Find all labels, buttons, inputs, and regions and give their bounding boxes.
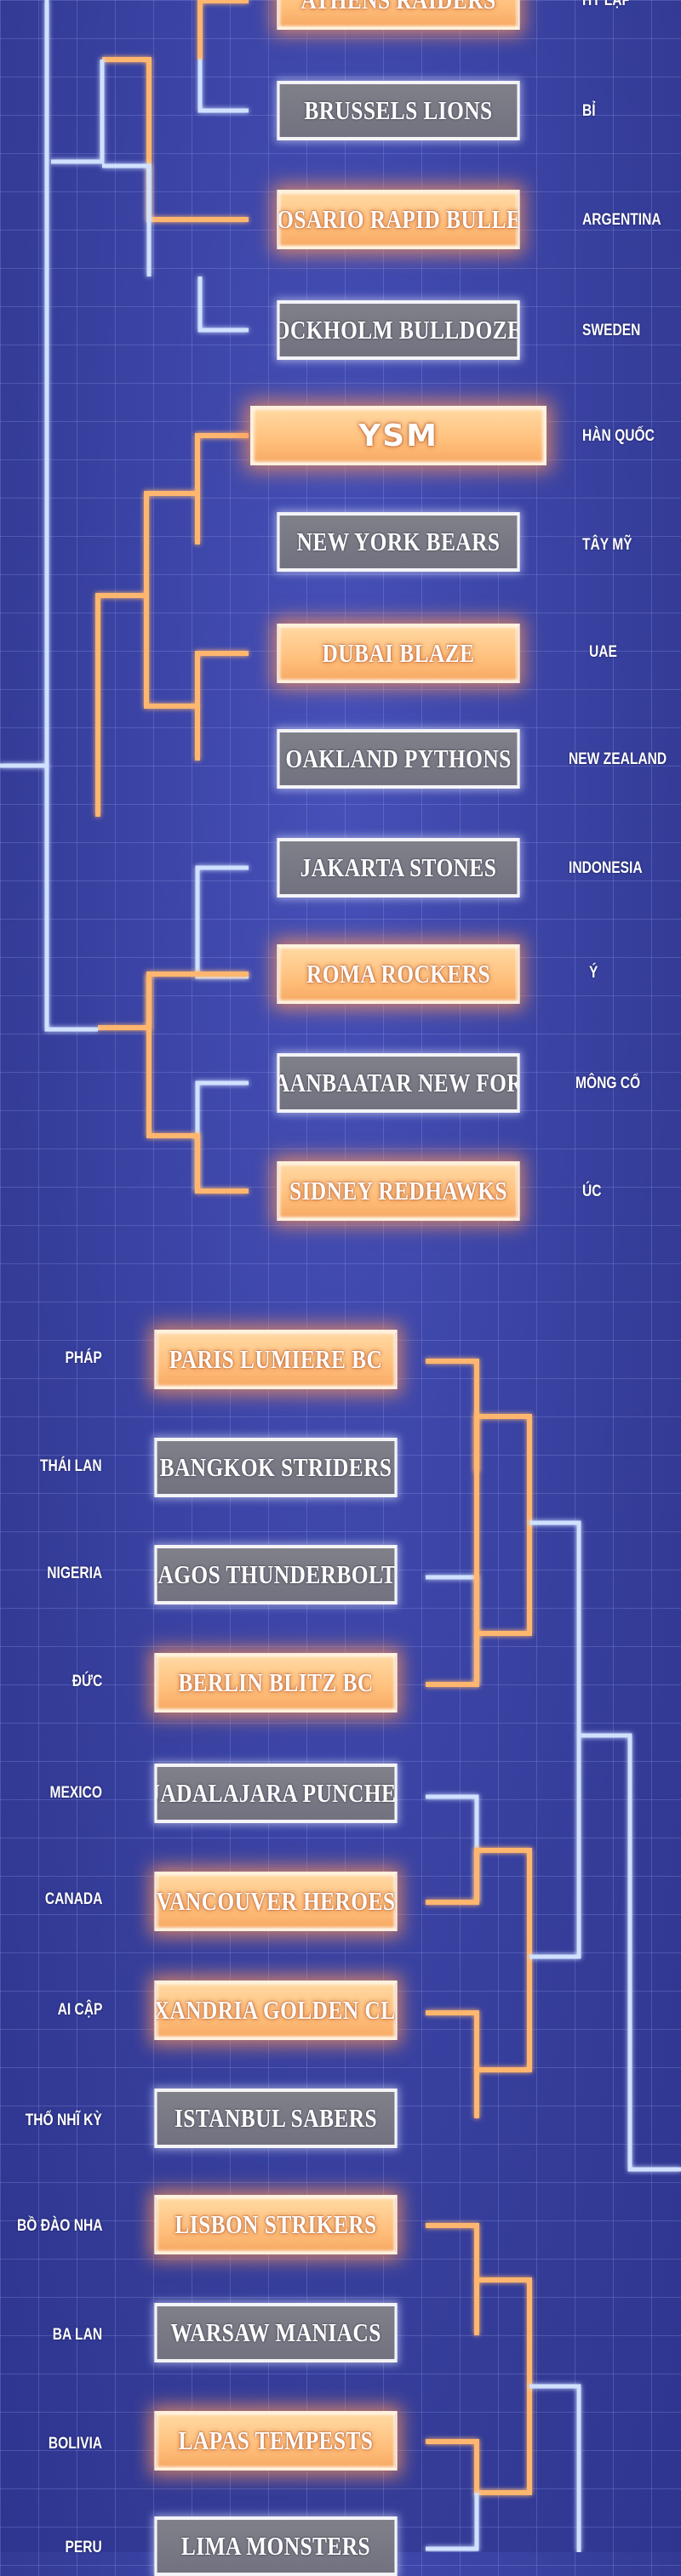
bracket-line [426, 1575, 479, 1684]
country-label: BOLIVIA [48, 2435, 102, 2453]
team-berlin-blitz-bc: BERLIN BLITZ BC [154, 1653, 398, 1713]
team-paris-lumiere-bc: PARIS LUMIERE BC [154, 1330, 398, 1389]
team-athens-raiders: ATHENS RAIDERS [277, 0, 520, 30]
country-label: CANADA [44, 1890, 102, 1908]
country-label: INDONESIA [569, 859, 643, 877]
team-roma-rockers: ROMA ROCKERS [277, 944, 520, 1004]
bracket-line [44, 766, 98, 1032]
team-bangkok-striders: BANGKOK STRIDERS [154, 1438, 398, 1497]
country-label: BA LAN [52, 2326, 102, 2344]
country-label: MÔNG CỔ [575, 1074, 641, 1092]
bracket-line [197, 60, 249, 113]
country-label: ÚC [582, 1183, 602, 1200]
country-label: THỔ NHĨ KỲ [25, 2112, 102, 2129]
team-istanbul-sabers: ISTANBUL SABERS [154, 2089, 398, 2148]
country-label: Ý [589, 964, 598, 982]
team-lisbon-strikers: LISBON STRIKERS [154, 2195, 398, 2254]
country-label: BỒ ĐÀO NHA [16, 2217, 102, 2235]
bracket-line [426, 2277, 532, 2495]
team-sidney-redhawks: SIDNEY REDHAWKS [277, 1161, 520, 1221]
country-label: ARGENTINA [582, 211, 661, 229]
country-label: AI CẬP [57, 2001, 102, 2019]
country-label: MEXICO [49, 1784, 102, 1802]
country-label: HÀN QUỐC [582, 427, 655, 445]
bracket-line [146, 974, 249, 1194]
bracket-line [426, 1848, 532, 2072]
bracket-line [529, 2384, 581, 2552]
country-label: BỈ [582, 102, 596, 120]
team-lagos-thunderbolts: LAGOS THUNDERBOLTS [154, 1545, 398, 1604]
team-jakarta-stones: JAKARTA STONES [277, 838, 520, 898]
team-brussels-lions: BRUSSELS LIONS [277, 81, 520, 140]
bracket-line [95, 593, 146, 817]
team-warsaw-maniacs: WARSAW MANIACS [154, 2303, 398, 2362]
bracket-line [195, 651, 249, 761]
team-ysm: YSM [250, 406, 547, 465]
bracket-line [102, 57, 249, 222]
team-lima-monsters: LIMA MONSTERS [154, 2516, 398, 2576]
team-rosario-rapid-bullet: ROSARIO RAPID BULLET [277, 190, 520, 249]
bracket-line [529, 1520, 581, 1959]
bracket-line [197, 0, 249, 60]
team-new-york-bears: NEW YORK BEARS [277, 512, 520, 572]
bracket-line [144, 491, 197, 709]
team-stockholm-bulldozers: STOCKHOLM BULLDOZERS [277, 300, 520, 360]
bracket-line [51, 60, 105, 164]
team-dubai-blaze: DUBAI BLAZE [277, 624, 520, 683]
bracket-line [426, 1794, 479, 1902]
country-label: THÁI LAN [40, 1457, 102, 1475]
bracket-line [98, 972, 249, 1030]
team-alexandria-golden-claws: ALEXANDRIA GOLDEN CLAWS [154, 1980, 398, 2040]
bracket-line [102, 163, 152, 276]
team-vancouver-heroes: VANCOUVER HEROES [154, 1872, 398, 1931]
country-label: PHÁP [65, 1349, 102, 1367]
country-label: SWEDEN [582, 322, 641, 339]
team-oakland-pythons: OAKLAND PYTHONS [277, 729, 520, 789]
bracket-line [426, 2493, 479, 2551]
bracket-line [579, 1733, 681, 2172]
country-label: HY LẠP [582, 0, 631, 9]
country-label: UAE [589, 643, 617, 661]
country-label: ĐỨC [72, 1673, 102, 1690]
country-label: PERU [65, 2539, 102, 2556]
team-lapas-tempests: LAPAS TEMPESTS [154, 2411, 398, 2471]
bracket-line [426, 1414, 532, 1687]
team-guadalajara-punchers: GUADALAJARA PUNCHERS [154, 1764, 398, 1823]
bracket-line [426, 2223, 479, 2335]
bracket-line [195, 433, 249, 544]
bracket-line [426, 2010, 479, 2118]
team-ulaanbaatar-new-force: ULAANBAATAR NEW FORCE [277, 1053, 520, 1113]
bracket-line [197, 276, 249, 333]
country-label: NIGERIA [47, 1564, 102, 1582]
bracket-line [426, 1359, 479, 1472]
country-label: NEW ZEALAND [569, 750, 667, 768]
bracket-line [195, 865, 249, 979]
country-label: TÂY MỸ [582, 536, 632, 554]
bracket-line [195, 1080, 249, 1191]
